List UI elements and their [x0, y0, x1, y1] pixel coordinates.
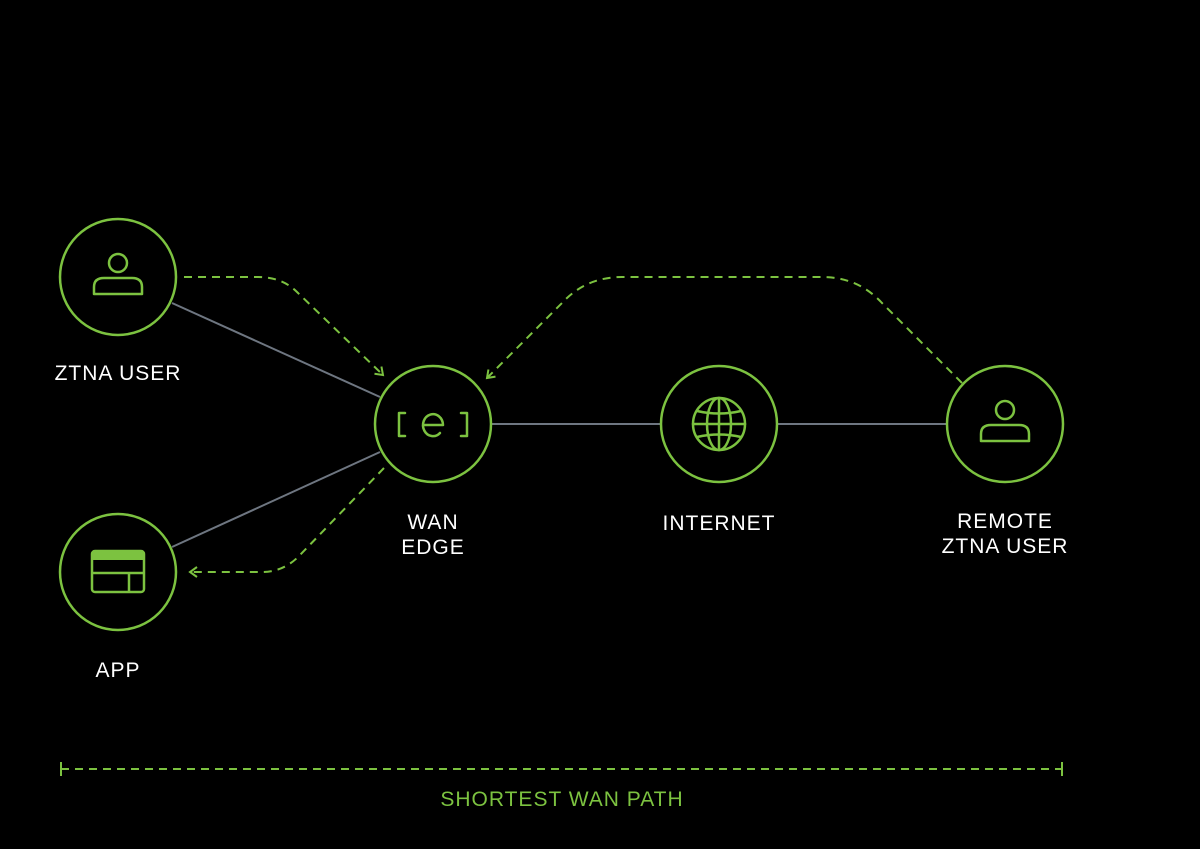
ztna-user-label: ZTNA USER: [54, 362, 182, 385]
wan-edge-label: WAN EDGE: [401, 511, 465, 559]
app-label: APP: [95, 659, 141, 682]
globe-icon: [691, 396, 747, 452]
user-icon: [92, 252, 144, 296]
link-ztna-user-to-wan-edge: [171, 302, 381, 398]
shortest-wan-path-label: SHORTEST WAN PATH: [440, 788, 684, 811]
edge-logo-icon: [397, 411, 469, 438]
app-window-icon: [90, 549, 146, 594]
link-app-to-wan-edge: [171, 451, 381, 548]
flow-wan-edge-to-app: [188, 467, 385, 578]
internet-label: INTERNET: [662, 512, 776, 535]
remote-ztna-user-label: REMOTE ZTNA USER: [941, 510, 1069, 558]
user-icon: [979, 399, 1031, 443]
flow-ztna-user-to-wan-edge: [184, 276, 385, 377]
flow-remote-user-to-wan-edge: [485, 276, 963, 384]
shortest-path-bracket: [60, 762, 1063, 776]
